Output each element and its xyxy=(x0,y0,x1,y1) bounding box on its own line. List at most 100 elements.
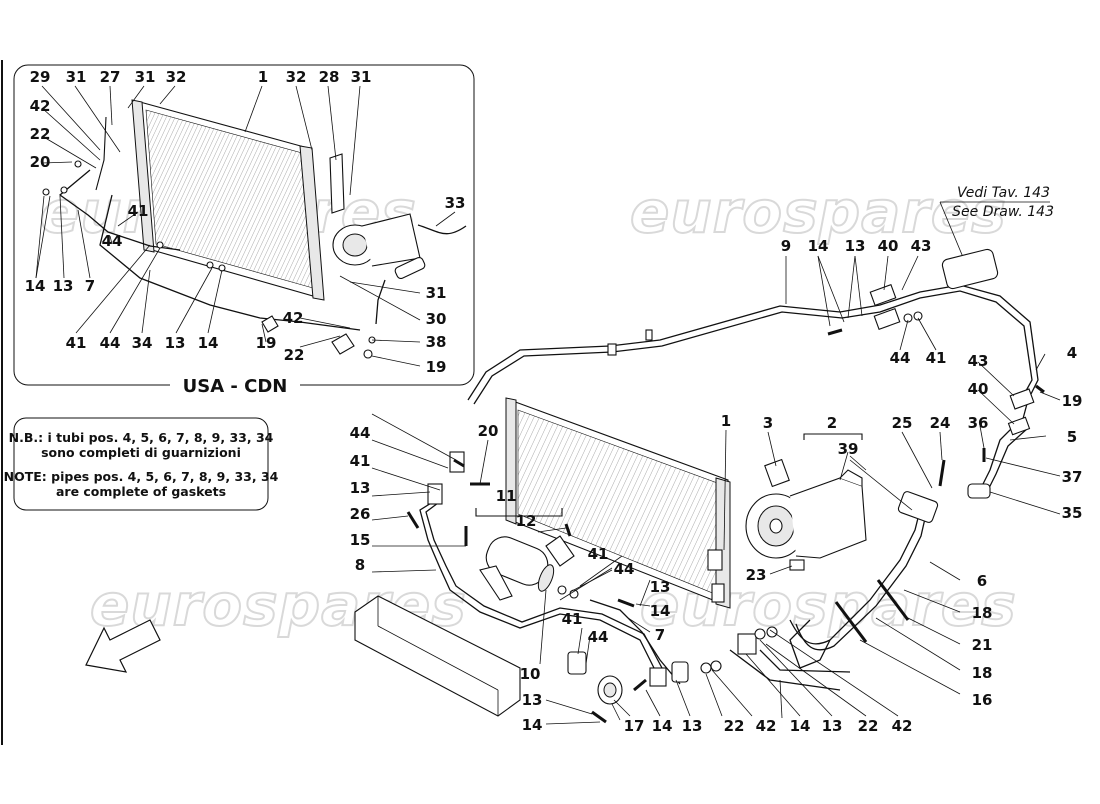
part-callout: 19 xyxy=(426,358,447,376)
part-callout: 31 xyxy=(66,68,87,86)
main-ac-assembly: 9 14 13 40 43 4 19 44 41 43 40 19 36 5 3… xyxy=(85,237,1083,735)
watermark-text: eurospares xyxy=(630,178,1007,246)
gasket xyxy=(754,628,766,640)
gasket xyxy=(700,662,712,674)
part-callout: 14 xyxy=(522,716,543,734)
inset-bracket xyxy=(95,116,107,191)
part-callout: 20 xyxy=(30,153,51,171)
bolt-19 xyxy=(1035,384,1045,394)
part-callout: 40 xyxy=(968,380,989,398)
inset-bolt xyxy=(74,160,82,168)
reference-leader xyxy=(939,201,966,263)
condenser-bracket xyxy=(711,583,725,603)
bolt-13 xyxy=(617,598,635,608)
part-callout: 13 xyxy=(682,717,703,735)
main-leader-lines xyxy=(371,255,1061,725)
part-callout: 9 xyxy=(781,237,791,255)
part-callout: 14 xyxy=(652,717,673,735)
note-line-en-2: are complete of gaskets xyxy=(56,484,226,499)
pipe-6-inner xyxy=(795,513,927,651)
part-callout: 13 xyxy=(845,237,866,255)
drier-bracket xyxy=(479,565,513,601)
drier-bracket-clamp xyxy=(545,535,575,567)
inset-pipe-34 xyxy=(99,194,361,331)
pipe-connector xyxy=(729,649,841,691)
part-callout: 37 xyxy=(1062,468,1083,486)
compressor-pulley-center xyxy=(769,518,783,534)
part-callout: 15 xyxy=(350,531,371,549)
condenser-tank-left xyxy=(505,397,517,525)
expansion-valve xyxy=(941,248,999,290)
inset-callout-labels: 29 31 27 31 32 1 32 28 31 42 22 20 33 41… xyxy=(25,68,466,376)
part-callout: 11 xyxy=(496,487,517,505)
part-callout: 7 xyxy=(85,277,95,295)
pipe-9 xyxy=(467,284,1039,401)
part-callout: 42 xyxy=(30,97,51,115)
inset-bolt xyxy=(60,186,68,194)
bolt-19 xyxy=(453,458,465,468)
pipe-fitting-35 xyxy=(967,483,991,499)
gasket xyxy=(710,660,722,672)
part-callout: 19 xyxy=(1062,392,1083,410)
compressor-port xyxy=(839,469,863,486)
inset-region-label: USA - CDN xyxy=(183,376,288,397)
part-callout: 33 xyxy=(445,194,466,212)
pipe-connector xyxy=(759,649,851,673)
pipe-5 xyxy=(979,419,1021,491)
pipe-flange xyxy=(671,661,689,683)
part-callout: 41 xyxy=(66,334,87,352)
inset-condenser-tank xyxy=(131,99,155,253)
part-callout: 22 xyxy=(284,346,305,364)
bolt-14 xyxy=(633,678,647,692)
part-callout: 13 xyxy=(522,691,543,709)
part-callout: 24 xyxy=(930,414,951,432)
compressor-sensor xyxy=(764,458,790,488)
gasket xyxy=(903,313,913,323)
part-callout: 42 xyxy=(892,717,913,735)
part-callout: 22 xyxy=(858,717,879,735)
fitting-23 xyxy=(789,559,805,571)
part-callout: 14 xyxy=(198,334,219,352)
front-direction-arrow xyxy=(85,619,161,673)
pipe-8-inner xyxy=(425,499,663,669)
part-callout: 40 xyxy=(878,237,899,255)
part-callout: 44 xyxy=(350,424,371,442)
part-callout: 42 xyxy=(756,717,777,735)
part-callout: 36 xyxy=(968,414,989,432)
part-callout: 1 xyxy=(258,68,268,86)
part-callout: 32 xyxy=(166,68,187,86)
pipe-flange xyxy=(427,483,443,505)
part-callout: 23 xyxy=(746,566,767,584)
part-callout: 22 xyxy=(30,125,51,143)
part-callout: 13 xyxy=(350,479,371,497)
part-callout: 41 xyxy=(562,610,583,628)
reference-drawing-note: Vedi Tav. 143 See Draw. 143 xyxy=(939,185,1054,263)
bolt-26 xyxy=(406,511,420,529)
part-callout: 13 xyxy=(822,717,843,735)
part-callout: 34 xyxy=(132,334,153,352)
receiver-drier-cap xyxy=(537,564,555,592)
compressor-body xyxy=(789,477,867,559)
part-callout: 30 xyxy=(426,310,447,328)
part-callout: 32 xyxy=(286,68,307,86)
gasket xyxy=(766,626,778,638)
group-bracket-11 xyxy=(475,508,563,517)
inset-bolt xyxy=(156,241,164,249)
part-callout: 44 xyxy=(102,232,123,250)
usa-cdn-inset: USA - CDN xyxy=(13,64,475,397)
part-callout: 13 xyxy=(650,578,671,596)
part-callout: 14 xyxy=(650,602,671,620)
bolt-14 xyxy=(591,710,607,724)
condenser-bracket xyxy=(707,549,723,571)
part-callout: 18 xyxy=(972,664,993,682)
pipe-7 xyxy=(589,599,681,685)
note-frame xyxy=(13,417,269,511)
pipe-flange xyxy=(1009,388,1035,410)
part-callout: 28 xyxy=(319,68,340,86)
bolt-16 xyxy=(834,601,868,643)
part-callout: 35 xyxy=(1062,504,1083,522)
inset-bracket xyxy=(329,153,345,214)
part-callout: 16 xyxy=(972,691,993,709)
